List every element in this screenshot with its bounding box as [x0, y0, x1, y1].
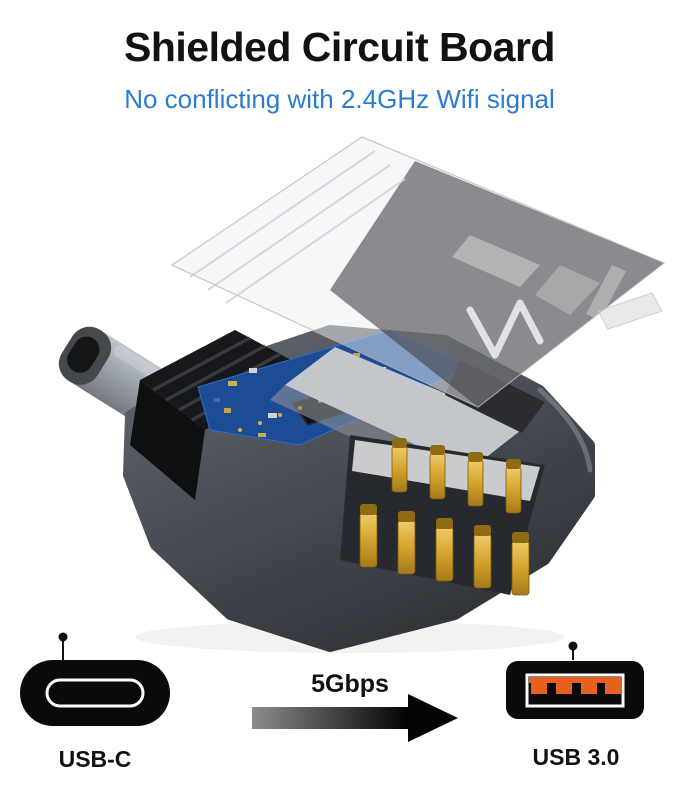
cover-clip-tab — [597, 292, 663, 330]
arrow-right-icon — [252, 694, 458, 742]
translucent-cover — [170, 136, 666, 408]
adapter-exploded-illustration — [58, 136, 666, 660]
usb-a-contacts — [529, 677, 621, 694]
usb-c-label: USB-C — [58, 746, 132, 772]
usb-3-label: USB 3.0 — [532, 744, 620, 770]
usb-a-port-icon — [506, 661, 644, 719]
page-title: Shielded Circuit Board — [124, 24, 555, 70]
gold-contacts — [340, 435, 545, 596]
usb-c-port-icon — [20, 660, 170, 726]
page-subtitle: No conflicting with 2.4GHz Wifi signal — [124, 84, 555, 114]
leader-left — [58, 632, 68, 660]
speed-label: 5Gbps — [311, 670, 389, 698]
leader-right — [568, 641, 578, 660]
